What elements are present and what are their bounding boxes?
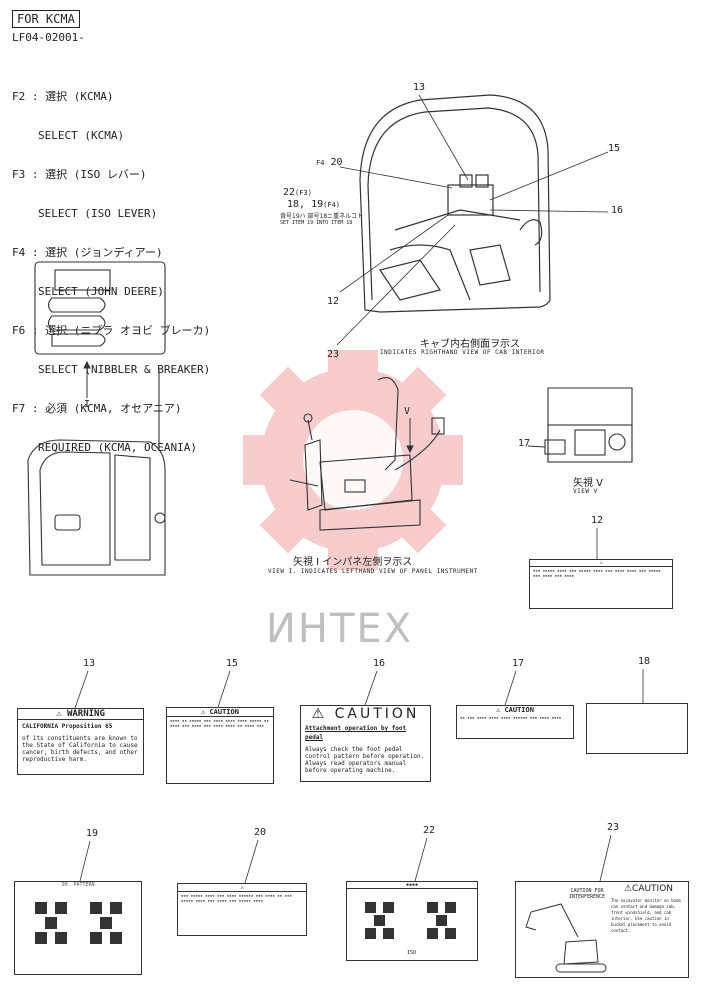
view-i-caption-jp: 矢視 I インパネ左側ヲ示ス bbox=[293, 557, 413, 568]
label-23: CAUTION FOR INTERFERENCE ⚠CAUTION The ex… bbox=[515, 881, 689, 978]
label-17-text: ▪▪ ▪▪▪ ▪▪▪▪ ▪▪▪▪ ▪▪▪▪ ▪▪▪▪▪▪ ▪▪▪ ▪▪▪▪ ▪▪… bbox=[460, 715, 562, 720]
option-f4: F4 : 選択 (ジョンディアー) bbox=[12, 246, 163, 259]
label-15-number: 15 bbox=[226, 658, 239, 669]
callout-23: 23 bbox=[327, 349, 340, 360]
callout-15: 15 bbox=[608, 143, 621, 154]
option-f6-en: SELECT (NIBBLER & BREAKER) bbox=[38, 363, 211, 376]
label-23-banner: ⚠CAUTION bbox=[623, 884, 674, 894]
label-12-banner: ⚠ bbox=[530, 560, 672, 567]
option-f2-en: SELECT (KCMA) bbox=[38, 129, 125, 142]
label-20: ⚠ ▪▪▪ ▪▪▪▪▪ ▪▪▪▪ ▪▪▪ ▪▪▪▪ ▪▪▪▪▪▪ ▪▪▪ ▪▪▪… bbox=[177, 883, 307, 936]
callout-12: 12 bbox=[327, 296, 340, 307]
label-19-number: 19 bbox=[86, 828, 99, 839]
view-v-caption-jp: 矢視 V bbox=[573, 478, 604, 489]
view-i-caption-en: VIEW I. INDICATES LEFTHAND VIEW OF PANEL… bbox=[268, 568, 478, 575]
label-17-banner: ⚠ CAUTION bbox=[496, 706, 534, 714]
label-22: ▪▪▪▪ ISO bbox=[346, 881, 478, 961]
label-16-number: 16 bbox=[373, 658, 386, 669]
watermark-text: ИНТЕХ bbox=[266, 606, 414, 652]
cab-caption-jp: キャブ内右側面ヲ示ス bbox=[420, 339, 520, 350]
callout-22: 22(F3) bbox=[283, 187, 312, 198]
label-20-number: 20 bbox=[254, 827, 267, 838]
label-16-line1: Attachment operation by foot pedal bbox=[305, 725, 407, 741]
label-20-banner: ⚠ bbox=[178, 884, 306, 892]
option-f4-en: SELECT (JOHN DEERE) bbox=[38, 285, 164, 298]
callout-17: 17 bbox=[518, 438, 531, 449]
label-20-text: ▪▪▪ ▪▪▪▪▪ ▪▪▪▪ ▪▪▪ ▪▪▪▪ ▪▪▪▪▪▪ ▪▪▪ ▪▪▪▪ … bbox=[181, 893, 292, 903]
label-23-side: CAUTION FOR INTERFERENCE bbox=[568, 888, 606, 900]
label-18 bbox=[586, 703, 688, 754]
option-f3: F3 : 選択 (ISO レバー) bbox=[12, 168, 147, 181]
label-23-body: The excavator monitor on boom can contac… bbox=[611, 898, 681, 933]
label-22-banner: ▪▪▪▪ bbox=[347, 882, 477, 889]
for-kcma-tag: FOR KCMA bbox=[12, 10, 80, 28]
label-18-number: 18 bbox=[638, 656, 651, 667]
label-13-line1: CALIFORNIA Proposition 65 bbox=[22, 723, 113, 730]
label-13-body: of its constituents are known to the Sta… bbox=[22, 735, 138, 763]
label-19-pattern-icons bbox=[35, 902, 122, 944]
view-v-caption-en: VIEW V bbox=[573, 488, 598, 495]
set-note-en: SET ITEM 19 INTO ITEM 18 bbox=[280, 220, 353, 226]
label-23-excavator-illustration bbox=[525, 903, 607, 973]
callout-16: 16 bbox=[611, 205, 624, 216]
label-19-title: SH. PATTERN bbox=[61, 882, 95, 888]
label-22-pattern-icons bbox=[365, 902, 456, 939]
option-f2: F2 : 選択 (KCMA) bbox=[12, 90, 114, 103]
set-note-jp: 背号19ハ 部号18ニ重ネルコト bbox=[280, 213, 364, 220]
label-15-text: ▪▪▪▪ ▪▪ ▪▪▪▪▪ ▪▪▪ ▪▪▪▪ ▪▪▪▪ ▪▪▪▪ ▪▪▪▪▪ ▪… bbox=[170, 718, 269, 728]
callout-13: 13 bbox=[413, 82, 426, 93]
label-13-banner: ⚠ WARNING bbox=[18, 709, 143, 720]
label-12-text: ▪▪▪ ▪▪▪▪▪ ▪▪▪▪ ▪▪▪ ▪▪▪▪▪ ▪▪▪▪ ▪▪▪ ▪▪▪▪ ▪… bbox=[533, 568, 661, 578]
label-13: ⚠ WARNING CALIFORNIA Proposition 65 of i… bbox=[17, 708, 144, 775]
label-23-number: 23 bbox=[607, 822, 620, 833]
label-17-number: 17 bbox=[512, 658, 525, 669]
view-v-marker: V bbox=[404, 406, 411, 417]
label-19: SH. PATTERN bbox=[14, 881, 142, 975]
option-f7: F7 : 必須 (KCMA, オセアニア) bbox=[12, 402, 182, 415]
label-22-number: 22 bbox=[423, 825, 436, 836]
label-16-banner: ⚠ CAUTION bbox=[311, 706, 420, 722]
label-16-body: Always check the foot pedal control patt… bbox=[305, 746, 425, 774]
callout-18-19: 18, 19(F4) bbox=[287, 199, 340, 210]
part-code: LF04-02001- bbox=[12, 31, 85, 44]
label-16: ⚠ CAUTION Attachment operation by foot p… bbox=[300, 705, 431, 782]
label-15-banner: ⚠ CAUTION bbox=[167, 708, 273, 717]
view-i-marker: I bbox=[84, 399, 91, 410]
option-f7-en: REQUIRED (KCMA, OCEANIA) bbox=[38, 441, 197, 454]
label-12-number: 12 bbox=[591, 515, 604, 526]
option-f3-en: SELECT (ISO LEVER) bbox=[38, 207, 158, 220]
label-12: ⚠ ▪▪▪ ▪▪▪▪▪ ▪▪▪▪ ▪▪▪ ▪▪▪▪▪ ▪▪▪▪ ▪▪▪ ▪▪▪▪… bbox=[529, 559, 673, 609]
label-22-foot: ISO bbox=[407, 950, 417, 956]
callout-20: F4 20 bbox=[316, 157, 343, 168]
label-17: ⚠ CAUTION ▪▪ ▪▪▪ ▪▪▪▪ ▪▪▪▪ ▪▪▪▪ ▪▪▪▪▪▪ ▪… bbox=[456, 705, 574, 739]
cab-caption-en: INDICATES RIGHTHAND VIEW OF CAB INTERIOR bbox=[380, 349, 545, 356]
label-15: ⚠ CAUTION ▪▪▪▪ ▪▪ ▪▪▪▪▪ ▪▪▪ ▪▪▪▪ ▪▪▪▪ ▪▪… bbox=[166, 707, 274, 784]
label-13-number: 13 bbox=[83, 658, 96, 669]
options-list: F2 : 選択 (KCMA) SELECT (KCMA) F3 : 選択 (IS… bbox=[12, 64, 210, 467]
